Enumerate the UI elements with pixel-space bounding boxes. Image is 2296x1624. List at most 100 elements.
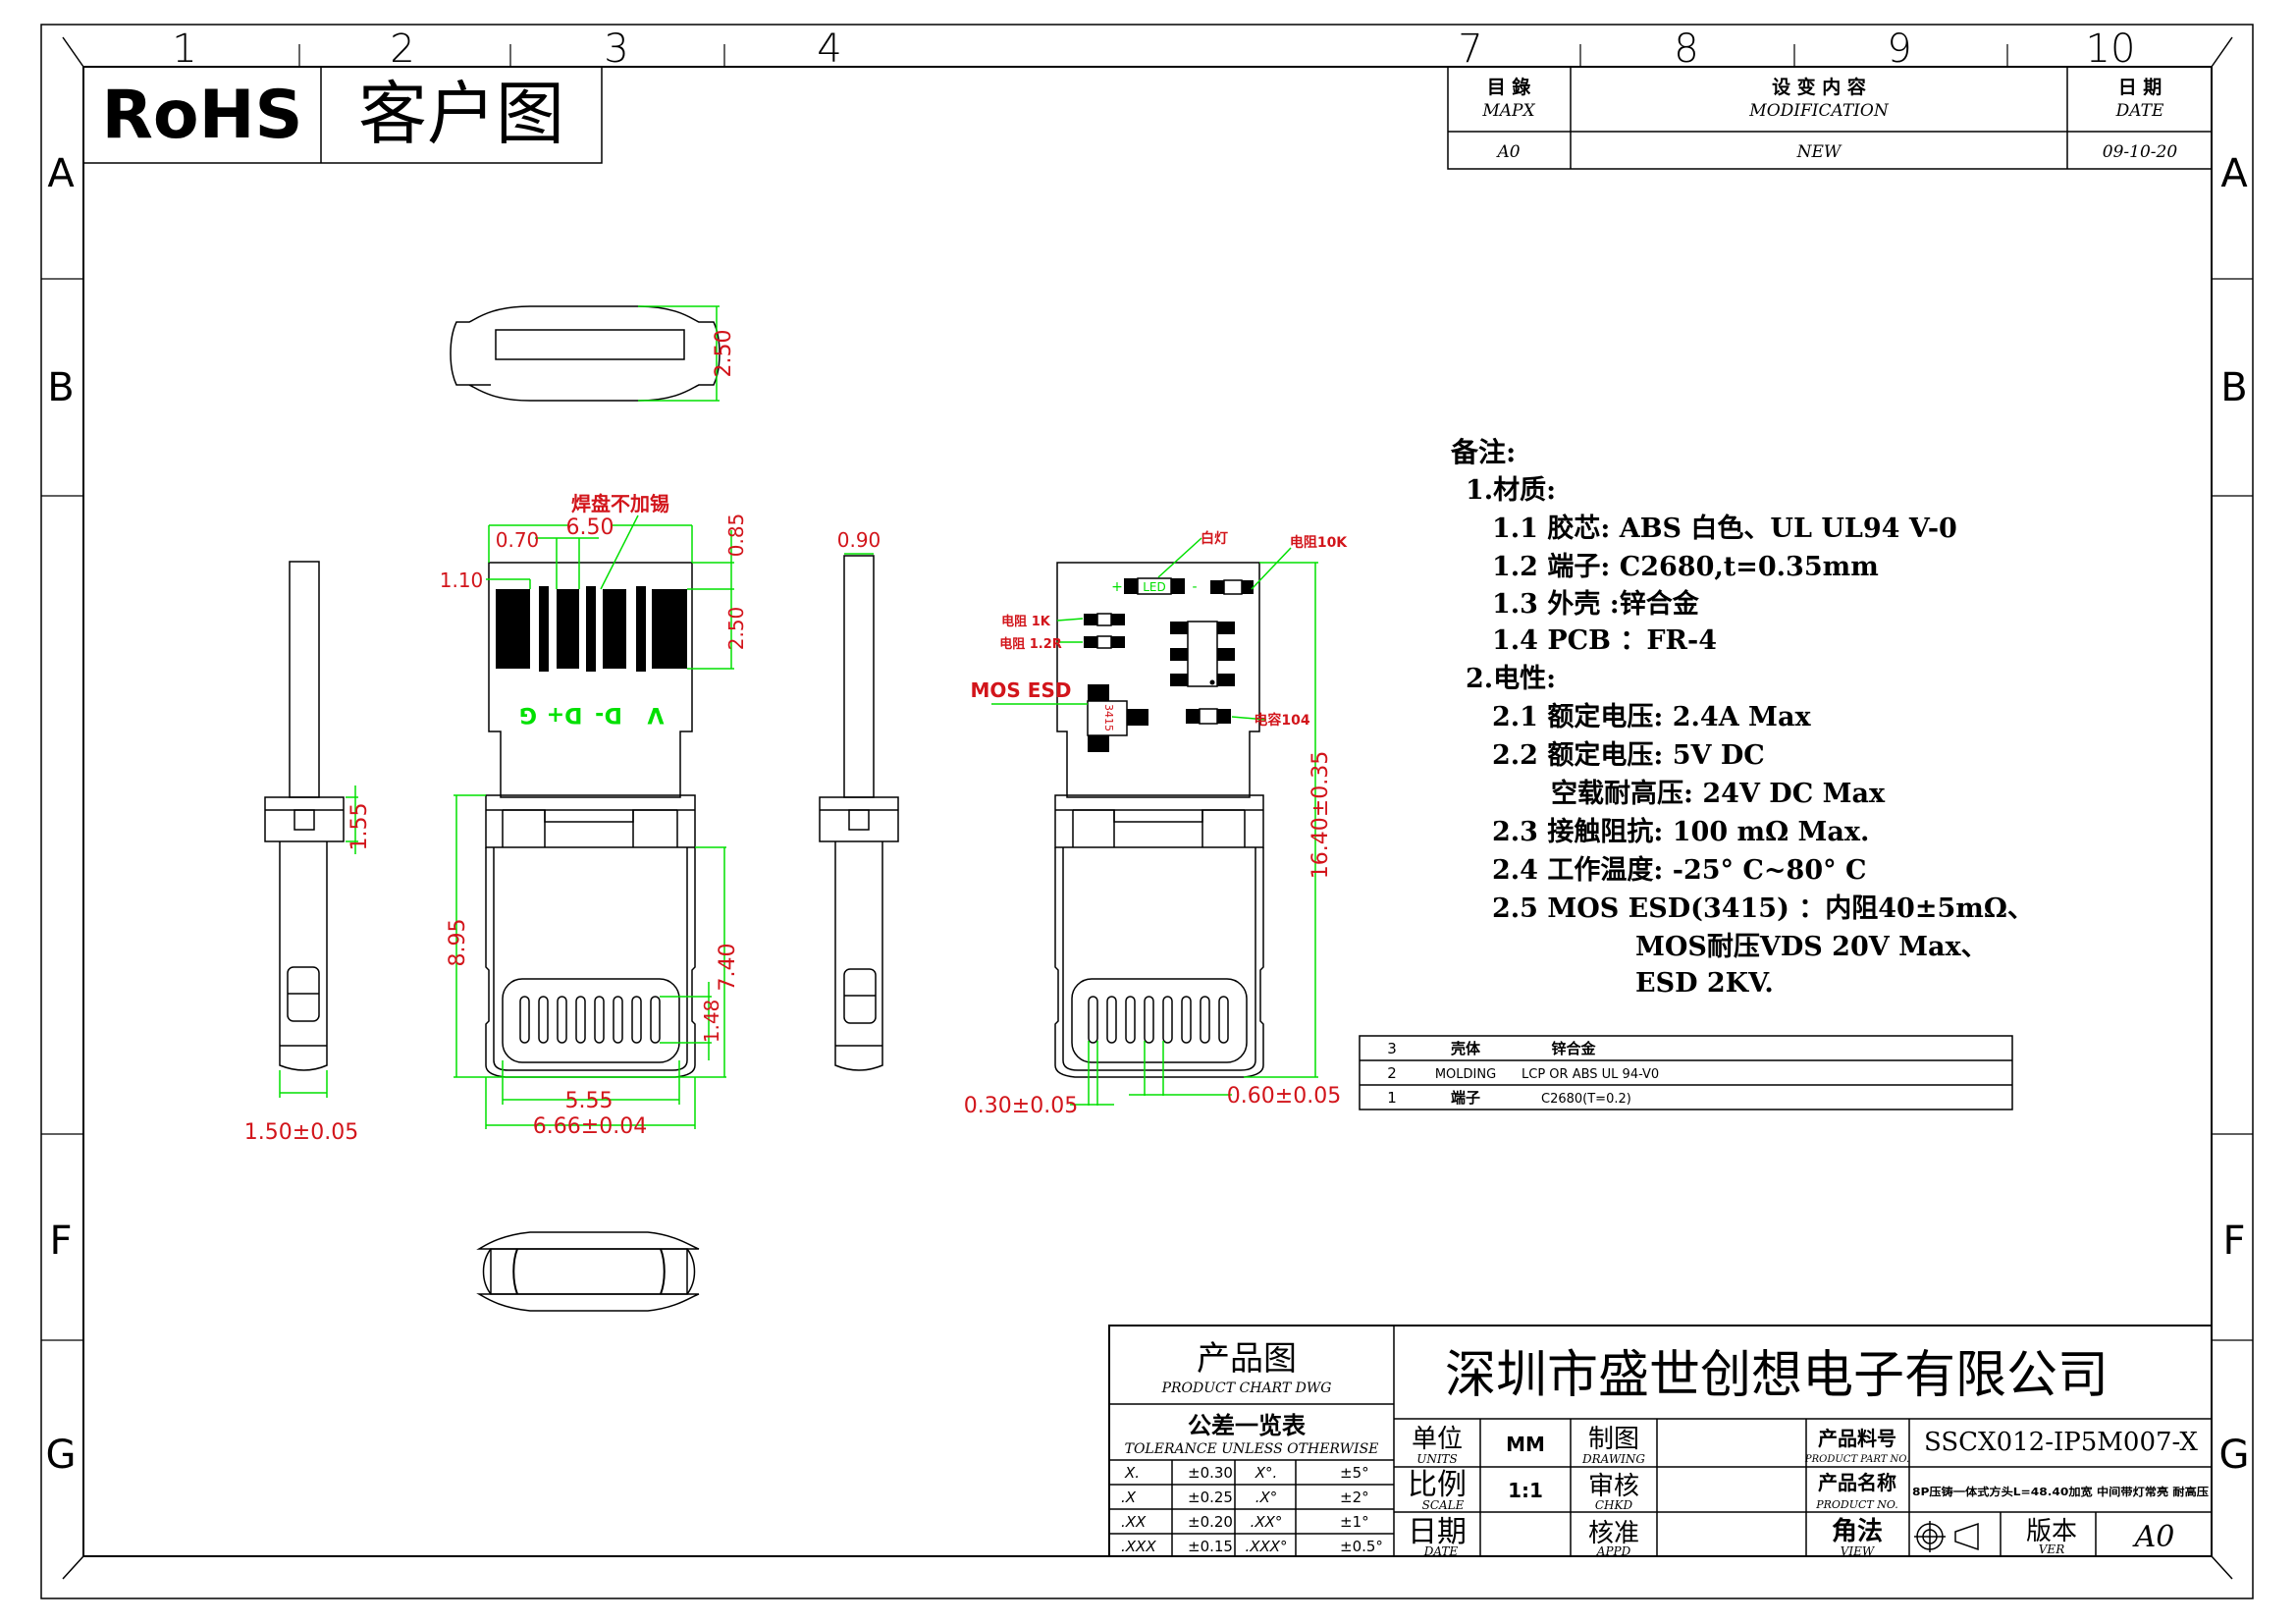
note-line: 2.1 额定电压: 2.4A Max xyxy=(1492,701,1811,732)
row-label: A xyxy=(2220,151,2248,196)
product-name-en: PRODUCT NO. xyxy=(1815,1498,1898,1511)
tol-angle-value: ±5° xyxy=(1340,1464,1369,1482)
note-line: 1.4 PCB ：FR-4 xyxy=(1492,625,1717,656)
rohs-label: RoHS xyxy=(102,77,303,154)
col-label: 10 xyxy=(2086,27,2136,72)
row-label: F xyxy=(2222,1218,2245,1264)
bom-material: LCP OR ABS UL 94-V0 xyxy=(1522,1067,1659,1082)
scale-cn: 比例 xyxy=(1408,1468,1467,1502)
bom-name: MOLDING xyxy=(1435,1067,1496,1082)
revision-table: 目 錄 MAPX 设 变 内 容 MODIFICATION 日 期 DATE A… xyxy=(1447,66,2213,170)
company-name: 深圳市盛世创想电子有限公司 xyxy=(1445,1346,2109,1405)
row-label: A xyxy=(47,151,75,196)
col-label: 9 xyxy=(1887,27,1911,72)
rev-value: A0 xyxy=(1495,142,1520,162)
top-view-main: G D+ D- V xyxy=(440,492,748,1139)
dim-body-length: 8.95 xyxy=(446,919,470,967)
tol-linear: .X xyxy=(1121,1489,1137,1506)
drawing-en: DRAWING xyxy=(1581,1452,1645,1466)
dim-pad-length: 2.50 xyxy=(724,607,748,651)
dim-contact-width: 0.30±0.05 xyxy=(964,1094,1078,1118)
title-block: 产品图 PRODUCT CHART DWG 公差一览表 TOLERANCE UN… xyxy=(1108,1325,2213,1558)
view-cn: 角法 xyxy=(1832,1516,1883,1546)
bom-no: 1 xyxy=(1387,1089,1397,1107)
ver-en: VER xyxy=(2039,1543,2064,1556)
contact-slots xyxy=(519,996,661,1044)
ver-cn: 版本 xyxy=(2026,1517,2077,1546)
part-no-en: PRODUCT PART NO. xyxy=(1804,1454,1909,1465)
side-view-right: 0.90 xyxy=(819,528,899,1071)
notes: 备注: 1.材质: 1.1 胶芯: ABS 白色、UL UL94 V-0 1.2… xyxy=(1450,436,2034,999)
corner-tl xyxy=(62,36,84,68)
appd-en: APPD xyxy=(1596,1544,1631,1558)
pin-label: G xyxy=(519,702,537,727)
tol-angle-value: ±2° xyxy=(1340,1489,1369,1506)
led-label: LED xyxy=(1143,580,1166,594)
tolerance-title-cn: 公差一览表 xyxy=(1188,1412,1307,1439)
row-label: F xyxy=(49,1218,72,1264)
note-line: 1.1 胶芯: ABS 白色、UL UL94 V-0 xyxy=(1492,513,1957,544)
dim-pad-width: 0.70 xyxy=(496,528,540,552)
mod-value: NEW xyxy=(1796,142,1842,162)
end-view-top: 2.50 xyxy=(450,305,736,402)
tol-linear-value: ±0.25 xyxy=(1188,1489,1233,1506)
label-cap104: 电容104 xyxy=(1254,712,1309,729)
pin-label: D+ xyxy=(547,702,583,727)
tol-angle: .X° xyxy=(1255,1489,1278,1506)
pad-note: 焊盘不加锡 xyxy=(571,492,669,515)
units-value: MM xyxy=(1506,1433,1545,1456)
rev-col-date-en: DATE xyxy=(2115,101,2164,121)
tol-linear: .XX xyxy=(1121,1513,1147,1531)
solder-pad xyxy=(652,589,687,669)
label-r1-2r: 电阻 1.2R xyxy=(999,636,1062,652)
tol-linear: .XXX xyxy=(1121,1538,1156,1555)
col-label: 3 xyxy=(604,27,628,72)
col-label: 8 xyxy=(1674,27,1698,72)
units-en: UNITS xyxy=(1416,1452,1458,1466)
end-view-bottom xyxy=(476,1231,700,1312)
dim-side-width: 1.50±0.05 xyxy=(244,1120,358,1145)
row-label: G xyxy=(2219,1433,2250,1478)
pin-label: V xyxy=(647,702,664,727)
rev-col-date-cn: 日 期 xyxy=(2118,77,2163,98)
bom-material: C2680(T=0.2) xyxy=(1541,1092,1631,1107)
product-chart-cn: 产品图 xyxy=(1197,1339,1297,1379)
bom-no: 3 xyxy=(1387,1040,1397,1057)
scale-value: 1:1 xyxy=(1508,1479,1543,1502)
view-en: VIEW xyxy=(1841,1544,1876,1558)
bom-table: 3 壳体 锌合金 2 MOLDING LCP OR ABS UL 94-V0 1… xyxy=(1359,1035,2013,1110)
solder-pad xyxy=(636,586,646,672)
mos-part-number: 3415 xyxy=(1102,704,1115,731)
tol-angle: .XXX° xyxy=(1245,1538,1287,1555)
tolerance-title-en: TOLERANCE UNLESS OTHERWISE xyxy=(1125,1441,1379,1457)
corner-tr xyxy=(2211,36,2233,68)
product-name-value: 8P压铸一体式方头L=48.40加宽 中间带灯常亮 耐高压 xyxy=(1912,1485,2209,1498)
dim-contact-pitch: 0.60±0.05 xyxy=(1227,1084,1341,1109)
dim-pad-edge: 1.10 xyxy=(440,568,484,592)
rev-col-mod-cn: 设 变 内 容 xyxy=(1772,76,1866,98)
rohs-header: RoHS 客户图 xyxy=(82,66,603,164)
label-r10k: 电阻10K xyxy=(1290,534,1348,551)
scale-en: SCALE xyxy=(1422,1498,1465,1512)
date-cn: 日期 xyxy=(1408,1515,1467,1549)
pcb-view: LED + - 3415 xyxy=(964,530,1349,1118)
notes-title: 备注: xyxy=(1450,436,1516,468)
drawing-cn: 制图 xyxy=(1588,1425,1639,1454)
led-plus: + xyxy=(1111,579,1123,595)
tol-angle: X°. xyxy=(1255,1464,1278,1482)
third-angle-projection-icon xyxy=(1914,1521,1979,1552)
label-r1k: 电阻 1K xyxy=(1001,614,1051,629)
dim-total-length: 16.40±0.35 xyxy=(1308,751,1333,879)
rev-col-mapx-en: MAPX xyxy=(1481,101,1535,121)
tol-linear: X. xyxy=(1124,1464,1140,1482)
tol-linear-value: ±0.20 xyxy=(1188,1513,1233,1531)
side-view-left: 1.55 1.50±0.05 xyxy=(244,561,372,1145)
row-label: G xyxy=(46,1433,77,1478)
rev-col-mod-en: MODIFICATION xyxy=(1748,101,1890,121)
row-label: B xyxy=(47,365,74,410)
dim-pad-total: 6.50 xyxy=(566,515,614,540)
note-line: ESD 2KV. xyxy=(1635,968,1774,999)
solder-pad xyxy=(539,586,549,672)
note-line: 空载耐高压: 24V DC Max xyxy=(1551,778,1886,809)
dim-contact-length: 1.48 xyxy=(700,1000,723,1044)
